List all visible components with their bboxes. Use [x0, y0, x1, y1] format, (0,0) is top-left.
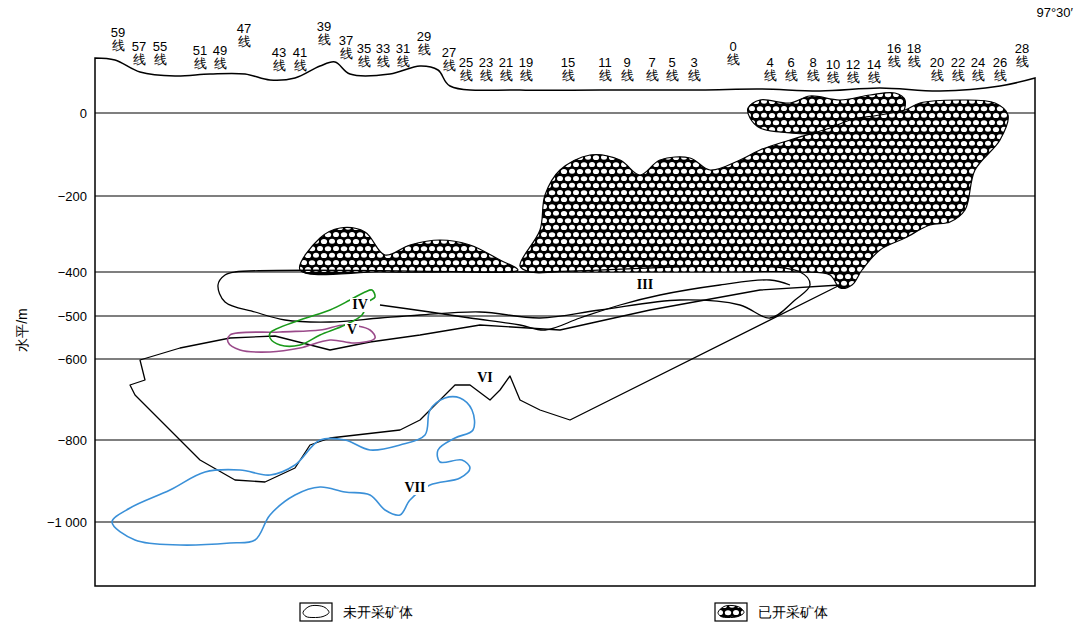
exploration-line-label: 31线: [395, 42, 411, 68]
orebody-number: III: [635, 278, 655, 292]
axis-title: 水平/m: [15, 308, 29, 352]
level-line: [95, 521, 1035, 522]
exploration-line-label: 12线: [845, 58, 861, 84]
exploration-line-label: 18线: [906, 42, 922, 68]
exploration-line-label: 47线: [236, 22, 252, 48]
mined-orebody: [299, 228, 518, 275]
elevation-tick: −600: [58, 353, 87, 366]
exploration-line-label: 8线: [805, 56, 821, 82]
orebody-number: VI: [475, 371, 495, 385]
exploration-line-label: 27线: [441, 46, 457, 72]
exploration-line-label: 14线: [866, 58, 882, 84]
exploration-line-label: 59线: [110, 26, 126, 52]
orebody-contour: [380, 280, 790, 330]
exploration-line-label: 7线: [644, 56, 660, 82]
legend-symbol-box: [300, 603, 332, 621]
elevation-tick: 0: [80, 107, 87, 120]
orebody-number: VII: [402, 481, 427, 495]
exploration-line-label: 21线: [498, 56, 514, 82]
exploration-line-label: 28线: [1014, 42, 1030, 68]
exploration-line-label: 49线: [212, 44, 228, 70]
exploration-line-label: 29线: [416, 30, 432, 56]
legend-text: 已开采矿体: [758, 605, 828, 619]
exploration-line-label: 39线: [316, 20, 332, 46]
exploration-line-label: 37线: [338, 34, 354, 60]
exploration-line-label: 24线: [970, 56, 986, 82]
unmined-orebody: [269, 290, 375, 346]
exploration-line-label: 9线: [619, 56, 635, 82]
legend-symbol: [718, 605, 744, 617]
exploration-line-label: 26线: [992, 56, 1008, 82]
exploration-line-label: 57线: [131, 40, 147, 66]
exploration-line-label: 55线: [152, 40, 168, 66]
legend-symbol-box: [715, 603, 747, 621]
exploration-line-label: 5线: [664, 56, 680, 82]
exploration-line-label: 43线: [271, 46, 287, 72]
level-line: [95, 358, 1035, 359]
exploration-line-label: 11线: [597, 56, 613, 82]
exploration-line-label: 6线: [783, 56, 799, 82]
exploration-line-label: 20线: [929, 56, 945, 82]
exploration-line-label: 16线: [886, 42, 902, 68]
elevation-tick: −800: [58, 434, 87, 447]
exploration-line-label: 4线: [762, 56, 778, 82]
exploration-line-label: 19线: [518, 56, 534, 82]
unmined-orebody: [218, 266, 810, 323]
exploration-line-label: 3线: [686, 56, 702, 82]
elevation-tick: −400: [58, 266, 87, 279]
exploration-line-label: 0线: [725, 40, 741, 66]
coordinate-label: 97°30′: [1036, 6, 1073, 19]
elevation-tick: −200: [58, 190, 87, 203]
exploration-line-label: 10线: [825, 58, 841, 84]
unmined-orebody: [112, 397, 475, 545]
section-frame: [95, 58, 1035, 586]
elevation-tick: −1 000: [47, 516, 87, 529]
mined-orebody: [520, 100, 1008, 288]
unmined-orebody: [130, 285, 840, 482]
exploration-line-label: 35线: [356, 42, 372, 68]
exploration-line-label: 15线: [560, 56, 576, 82]
exploration-line-label: 51线: [192, 44, 208, 70]
legend-symbol: [303, 605, 329, 617]
exploration-line-label: 23线: [478, 56, 494, 82]
exploration-line-label: 41线: [292, 46, 308, 72]
exploration-line-label: 22线: [950, 56, 966, 82]
orebody-number: IV: [350, 298, 370, 312]
exploration-line-label: 33线: [375, 42, 391, 68]
elevation-tick: −500: [58, 310, 87, 323]
legend-text: 未开采矿体: [343, 605, 413, 619]
exploration-line-label: 25线: [458, 56, 474, 82]
orebody-number: V: [345, 323, 359, 337]
level-line: [95, 439, 1035, 440]
